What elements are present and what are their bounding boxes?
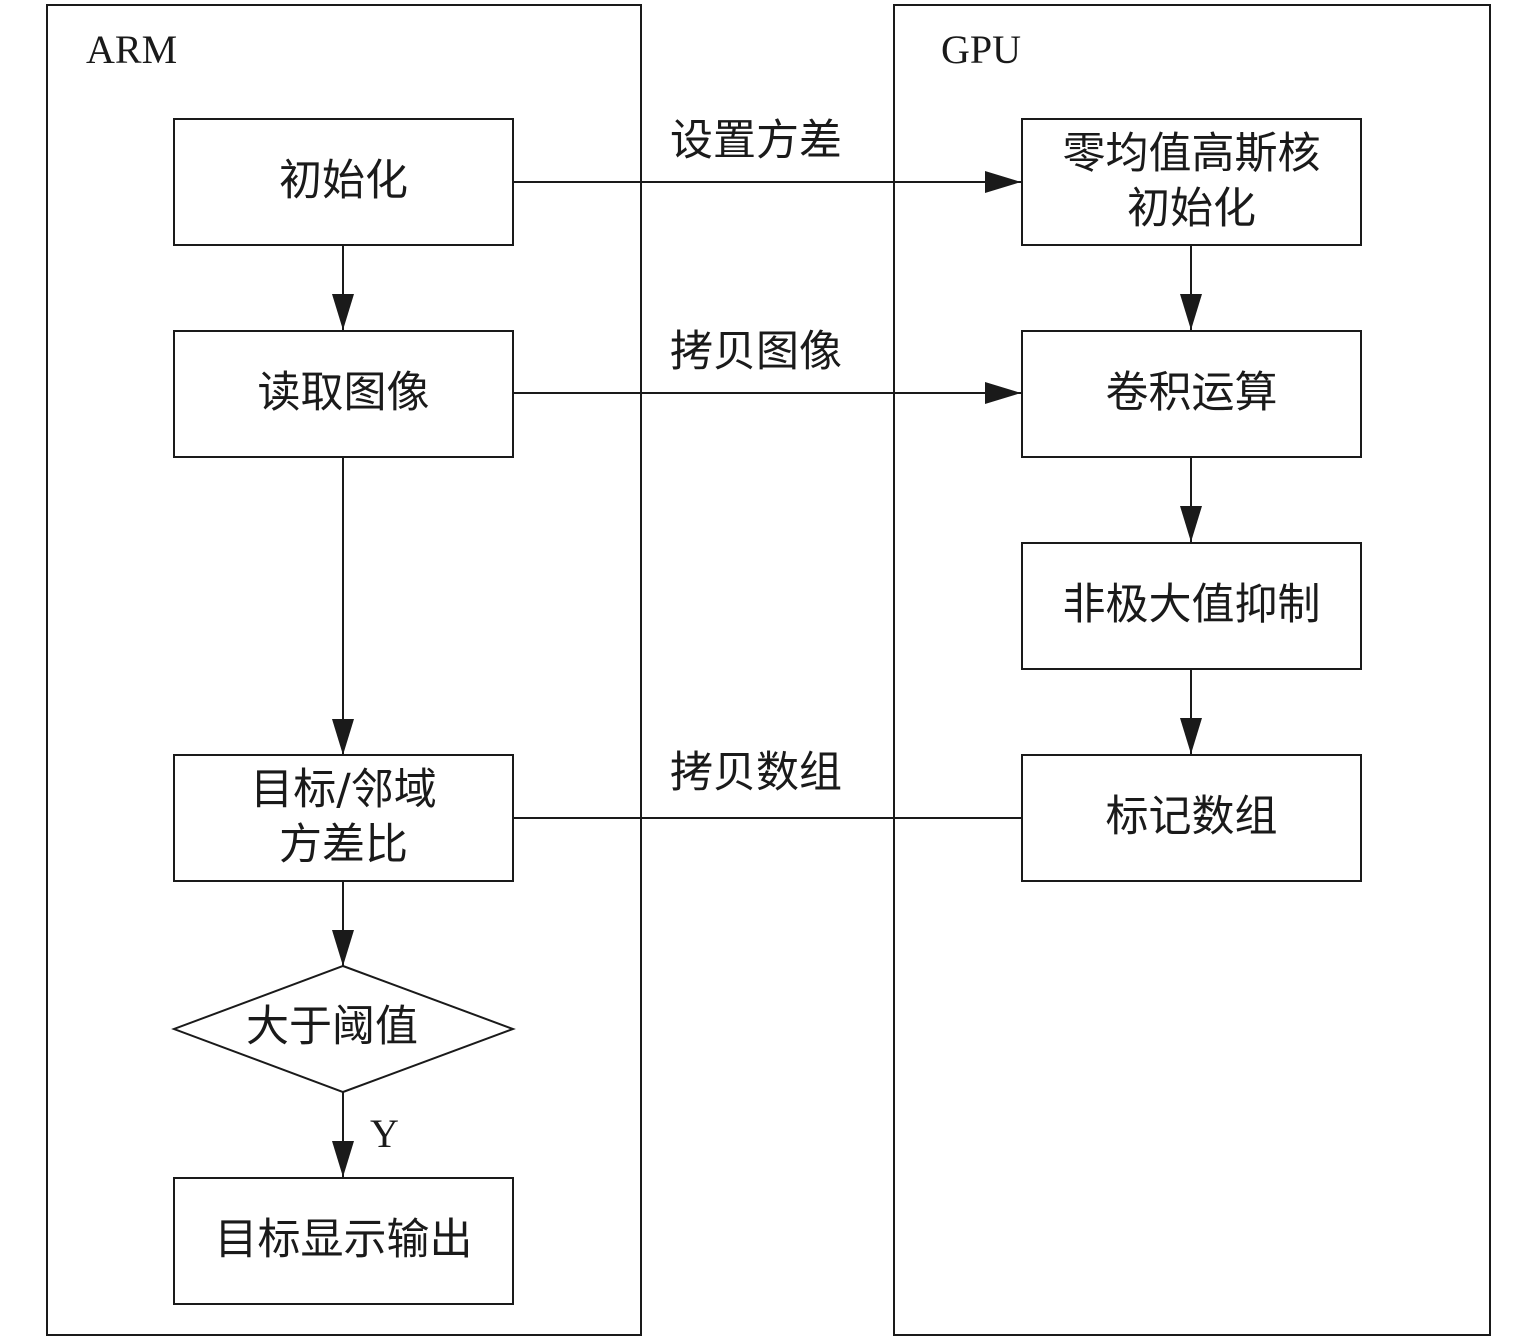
set-variance-label: 设置方差	[670, 116, 842, 166]
gpu-lane-title: GPU	[941, 27, 1022, 72]
mark-array-node-label: 标记数组	[1105, 792, 1278, 843]
arm-lane-title: ARM	[86, 27, 178, 72]
variance-ratio-node-label: 目标/邻域 方差比	[250, 764, 437, 870]
gauss-init-node: 零均值高斯核 初始化	[1021, 118, 1362, 246]
init-node: 初始化	[173, 118, 514, 246]
mark-array-node: 标记数组	[1021, 754, 1362, 882]
gpu-lane	[893, 4, 1491, 1336]
arm-lane	[46, 4, 642, 1336]
yes-branch-label: Y	[370, 1111, 399, 1156]
variance-ratio-node: 目标/邻域 方差比	[173, 754, 514, 882]
convolution-node: 卷积运算	[1021, 330, 1362, 458]
init-node-label: 初始化	[279, 156, 408, 207]
read-image-node: 读取图像	[173, 330, 514, 458]
threshold-decision-shape	[171, 964, 516, 1094]
read-image-node-label: 读取图像	[257, 368, 430, 419]
nms-node-label: 非极大值抑制	[1062, 580, 1321, 631]
threshold-decision-label: 大于阈值	[246, 1002, 418, 1052]
convolution-node-label: 卷积运算	[1105, 368, 1278, 419]
copy-image-label: 拷贝图像	[670, 327, 842, 377]
copy-array-label: 拷贝数组	[670, 748, 842, 798]
gauss-init-node-label: 零均值高斯核 初始化	[1062, 128, 1321, 234]
output-node-label: 目标显示输出	[214, 1215, 473, 1266]
output-node: 目标显示输出	[173, 1177, 514, 1305]
nms-node: 非极大值抑制	[1021, 542, 1362, 670]
